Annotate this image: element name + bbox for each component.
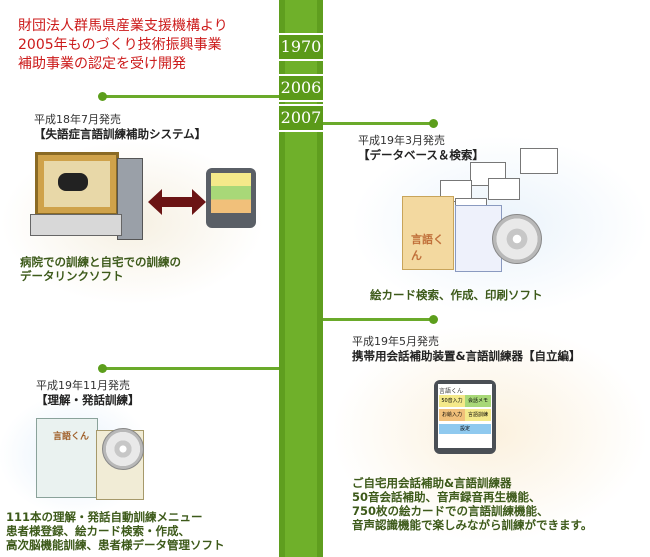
connector-item2 <box>323 122 433 125</box>
double-arrow-icon <box>148 189 206 215</box>
pda-btn-settings[interactable]: 設定 <box>439 424 491 434</box>
pda-title: 言語くん <box>439 388 464 395</box>
connector-item1 <box>102 95 279 98</box>
pda-image-2: 言語くん 50音入力 会話メモ お絵入力 言語訓練 設定 <box>434 380 496 454</box>
software-box-3: 言語くん <box>36 418 98 498</box>
item1-caption-line2: データリンクソフト <box>20 269 124 283</box>
item3-date: 平成19年5月発売 <box>352 335 439 348</box>
cow-image <box>58 173 88 191</box>
picture-card-1 <box>520 148 558 174</box>
item1-caption: 病院での訓練と自宅での訓練の データリンクソフト <box>20 255 181 283</box>
pda-btn-50on[interactable]: 50音入力 <box>439 395 465 407</box>
item1-title: 【失語症言語訓練補助システム】 <box>34 127 207 141</box>
item1-date: 平成18年7月発売 <box>34 113 121 126</box>
picture-card-3 <box>488 178 520 200</box>
item2-title: 【データベース＆検索】 <box>358 148 484 162</box>
intro-line1: 財団法人群馬県産業支援機構より <box>18 18 228 34</box>
year-1970: 1970 <box>279 33 323 61</box>
item3-caption-line4: 音声認識機能で楽しみながら訓練ができます。 <box>352 518 593 532</box>
box3-label: 言語くん <box>53 432 90 442</box>
pda-btn-memo[interactable]: 会話メモ <box>465 395 491 407</box>
cd-disc-2 <box>102 428 144 470</box>
connector-item3 <box>323 318 433 321</box>
keyboard-image <box>30 214 122 236</box>
year-2006: 2006 <box>279 74 323 102</box>
box1-label: 言語くん <box>411 233 444 262</box>
item3-caption-line1: ご自宅用会話補助&言語訓練器 <box>352 476 512 490</box>
item4-caption-line3: 高次脳機能訓練、患者様データ管理ソフト <box>6 538 225 552</box>
item4-caption-line2: 患者様登録、絵カード検索・作成、 <box>6 524 190 538</box>
item1-caption-line1: 病院での訓練と自宅での訓練の <box>20 255 181 269</box>
connector-dot-item1 <box>98 92 107 101</box>
pda-btn-picture[interactable]: お絵入力 <box>439 409 465 421</box>
software-box-1: 言語くん <box>402 196 454 270</box>
connector-dot-item3 <box>429 315 438 324</box>
item4-caption: 111本の理解・発話自動訓練メニュー 患者様登録、絵カード検索・作成、 高次脳機… <box>6 510 225 552</box>
intro-text: 財団法人群馬県産業支援機構より 2005年ものづくり技術振興事業 補助事業の認定… <box>18 17 228 74</box>
connector-dot-item4 <box>98 364 107 373</box>
connector-dot-item2 <box>429 119 438 128</box>
item3-caption: ご自宅用会話補助&言語訓練器 50音会話補助、音声録音再生機能、 750枚の絵カ… <box>352 476 592 532</box>
item2-date: 平成19年3月発売 <box>358 134 445 147</box>
intro-line3: 補助事業の認定を受け開発 <box>18 56 186 72</box>
year-2007: 2007 <box>279 104 323 132</box>
item4-title: 【理解・発話訓練】 <box>36 393 140 407</box>
intro-line2: 2005年ものづくり技術振興事業 <box>18 37 222 53</box>
item4-caption-line1: 111本の理解・発話自動訓練メニュー <box>6 510 203 524</box>
monitor-image <box>35 152 119 216</box>
cd-disc-1 <box>492 214 542 264</box>
connector-item4 <box>102 367 279 370</box>
item3-caption-line2: 50音会話補助、音声録音再生機能、 <box>352 490 541 504</box>
pda-image-1 <box>206 168 256 228</box>
item2-caption: 絵カード検索、作成、印刷ソフト <box>370 288 543 302</box>
item4-date: 平成19年11月発売 <box>36 379 130 392</box>
item3-title: 携帯用会話補助装置&言語訓練器【自立編】 <box>352 349 581 363</box>
item3-caption-line3: 750枚の絵カードでの言語訓練機能、 <box>352 504 549 518</box>
pda-btn-training[interactable]: 言語訓練 <box>465 409 491 421</box>
